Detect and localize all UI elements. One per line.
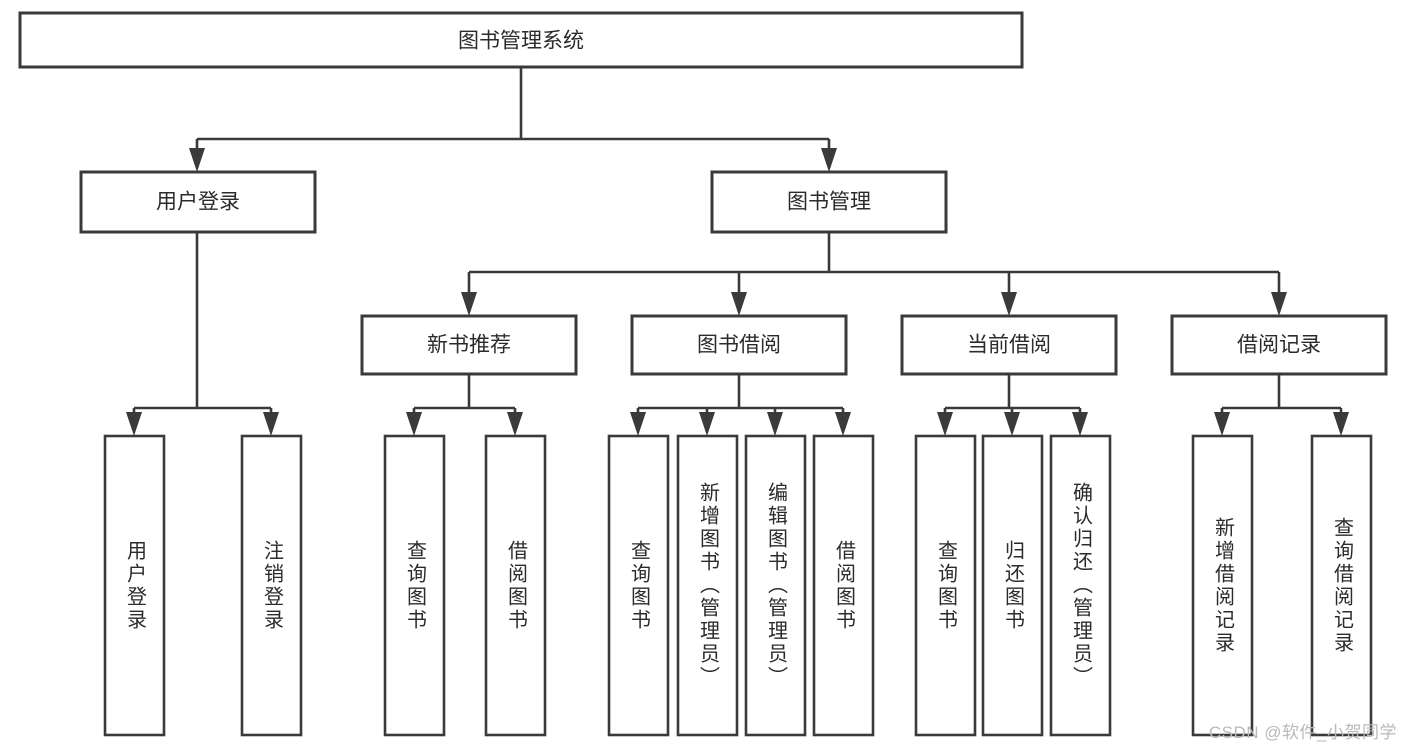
node-user-login-box[interactable] xyxy=(79,170,317,234)
node-book-borrow-box[interactable] xyxy=(630,314,848,376)
node-new-book-box[interactable] xyxy=(360,314,578,376)
arrow-bookborrow-leaf-3 xyxy=(767,412,783,436)
leaf-box-new-book-1[interactable] xyxy=(383,434,446,737)
arrow-bookborrow-leaf-1 xyxy=(630,412,646,436)
node-book-management-label: 图书管理 xyxy=(787,191,871,214)
node-current-borrow-box[interactable] xyxy=(900,314,1118,376)
connector-group-root xyxy=(189,67,837,172)
connector-group-newbook-leaves xyxy=(406,374,523,436)
arrow-borrowrecord-leaf-1 xyxy=(1214,412,1230,436)
leaf-box-current-borrow-2[interactable] xyxy=(981,434,1044,737)
arrow-borrowrecord-leaf-2 xyxy=(1333,412,1349,436)
arrow-to-currentborrow xyxy=(1001,292,1017,316)
leaf-box-book-borrow-3[interactable] xyxy=(744,434,807,737)
leaf-box-current-borrow-3[interactable] xyxy=(1049,434,1112,737)
arrow-currentborrow-leaf-2 xyxy=(1004,412,1020,436)
connector-group-bookmgmt xyxy=(461,232,1287,316)
node-borrow-record-label: 借阅记录 xyxy=(1237,334,1321,357)
arrow-currentborrow-leaf-3 xyxy=(1072,412,1088,436)
leaf-box-new-book-2[interactable] xyxy=(484,434,547,737)
node-current-borrow-label: 当前借阅 xyxy=(967,334,1051,357)
leaf-box-borrow-record-2[interactable] xyxy=(1310,434,1373,737)
leaf-box-book-borrow-1[interactable] xyxy=(607,434,670,737)
arrow-newbook-leaf-2 xyxy=(507,412,523,436)
arrow-bookborrow-leaf-2 xyxy=(699,412,715,436)
leaf-box-book-borrow-4[interactable] xyxy=(812,434,875,737)
connector-group-userlogin-leaves xyxy=(126,232,279,436)
csdn-watermark: CSDN @软件_小贺同学 xyxy=(1208,723,1397,742)
node-book-borrow-label: 图书借阅 xyxy=(697,334,781,357)
arrow-to-bookmgmt xyxy=(821,148,837,172)
node-borrow-record-box[interactable] xyxy=(1170,314,1388,376)
arrow-to-newbook xyxy=(461,292,477,316)
arrow-userlogin-leaf-2 xyxy=(263,412,279,436)
arrow-to-borrowrecord xyxy=(1271,292,1287,316)
arrow-userlogin-leaf-1 xyxy=(126,412,142,436)
node-user-login-label: 用户登录 xyxy=(156,191,240,214)
connector-group-currentborrow-leaves xyxy=(937,374,1088,436)
arrow-currentborrow-leaf-1 xyxy=(937,412,953,436)
leaf-box-borrow-record-1[interactable] xyxy=(1191,434,1254,737)
leaf-box-current-borrow-1[interactable] xyxy=(914,434,977,737)
connector-group-borrowrecord-leaves xyxy=(1214,374,1349,436)
node-root-box[interactable] xyxy=(18,11,1024,69)
leaf-box-user-login-1[interactable] xyxy=(103,434,166,737)
arrow-newbook-leaf-1 xyxy=(406,412,422,436)
node-new-book-label: 新书推荐 xyxy=(427,334,511,357)
arrow-to-userlogin xyxy=(189,148,205,172)
arrow-bookborrow-leaf-4 xyxy=(835,412,851,436)
leaf-box-book-borrow-2[interactable] xyxy=(676,434,739,737)
node-root-label: 图书管理系统 xyxy=(458,30,584,53)
leaf-box-user-login-2[interactable] xyxy=(240,434,303,737)
arrow-to-bookborrow xyxy=(731,292,747,316)
node-book-management-box[interactable] xyxy=(710,170,948,234)
connector-group-bookborrow-leaves xyxy=(630,374,851,436)
